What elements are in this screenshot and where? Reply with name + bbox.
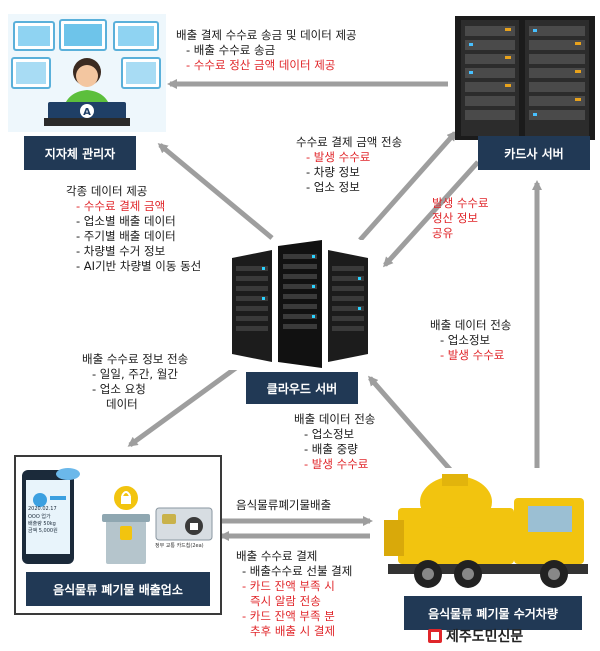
note-truck-card: 배출 데이터 전송 - 업소정보 - 발생 수수료 xyxy=(430,318,511,363)
note-card-fee-line1: - 발생 수수료 xyxy=(306,150,371,164)
watermark-text: 제주도민신문 xyxy=(446,629,524,645)
note-payment-line2: - 카드 잔액 부족 시 xyxy=(242,579,335,593)
business-label: 음식물류 폐기물 배출업소 xyxy=(26,572,210,606)
note-truck-cloud-line3: - 발생 수수료 xyxy=(304,457,369,471)
note-card-settle-line2: 정산 정보 xyxy=(432,211,478,225)
note-payment-line4: - 카드 잔액 부족 분 xyxy=(242,609,335,623)
note-payment-line1: - 배출수수료 선불 결제 xyxy=(242,564,353,578)
note-admin-data-line4: - 차량별 수거 정보 xyxy=(76,244,166,258)
card-chip-text: 정부 교통 카드칩(2ea) xyxy=(155,543,204,549)
truck-illustration xyxy=(378,468,598,594)
note-admin-data-title: 각종 데이터 제공 xyxy=(66,184,148,198)
card-server-label: 카드사 서버 xyxy=(478,136,590,170)
cloud-server-label: 클라우드 서버 xyxy=(246,372,358,404)
note-truck-cloud-title: 배출 데이터 전송 xyxy=(294,412,376,426)
note-truck-card-title: 배출 데이터 전송 xyxy=(430,318,512,332)
card-server-illustration xyxy=(455,16,595,140)
truck-label: 음식물류 폐기물 수거차량 xyxy=(404,596,582,630)
note-payment-line5: 추후 배출 시 결제 xyxy=(250,624,336,638)
note-fee-info-line3: 데이터 xyxy=(106,397,138,411)
note-discharge: 음식물류폐기물배출 xyxy=(236,498,332,512)
note-admin-data-line5: - AI기반 차량별 이동 동선 xyxy=(76,259,202,273)
note-admin-data: 각종 데이터 제공 - 수수료 결제 금액 - 업소별 배출 데이터 - 주기별… xyxy=(66,184,201,274)
note-fee-info-line2: - 업소 요청 xyxy=(92,382,146,396)
note-top-line1: - 배출 수수료 송금 xyxy=(186,43,276,57)
phone-line3: 금액 5,000원 xyxy=(28,528,58,534)
cloud-server-illustration xyxy=(228,240,372,370)
admin-illustration: A xyxy=(8,14,166,132)
note-fee-info-line1: - 일일, 주간, 월간 xyxy=(92,367,178,381)
arrow-cloud-to-card xyxy=(358,130,457,242)
note-truck-cloud-line1: - 업소정보 xyxy=(304,427,355,441)
note-top-line2: - 수수료 정산 금액 데이터 제공 xyxy=(186,58,336,72)
phone-line1: OOO 업가 xyxy=(28,514,51,520)
business-illustration xyxy=(18,460,218,568)
note-card-fee-line3: - 업소 정보 xyxy=(306,180,360,194)
note-payment-line3: 즉시 알람 전송 xyxy=(250,594,321,608)
note-truck-cloud: 배출 데이터 전송 - 업소정보 - 배출 중량 - 발생 수수료 xyxy=(294,412,375,472)
note-card-settle: 발생 수수료 정산 정보 공유 xyxy=(432,196,489,241)
watermark-logo-icon xyxy=(428,629,442,643)
note-payment-title: 배출 수수료 결제 xyxy=(236,549,318,563)
note-admin-data-line3: - 주기별 배출 데이터 xyxy=(76,229,176,243)
note-truck-cloud-line2: - 배출 중량 xyxy=(304,442,358,456)
note-payment: 배출 수수료 결제 - 배출수수료 선불 결제 - 카드 잔액 부족 시 즉시 … xyxy=(236,549,352,639)
note-top: 배출 결제 수수료 송금 및 데이터 제공 - 배출 수수료 송금 - 수수료 … xyxy=(176,28,357,73)
note-card-settle-line3: 공유 xyxy=(432,226,454,240)
note-admin-data-line1: - 수수료 결제 금액 xyxy=(76,199,166,213)
arrow-cloud-to-business xyxy=(127,362,242,448)
arrow-card-to-cloud xyxy=(382,160,480,268)
note-truck-card-line1: - 업소정보 xyxy=(440,333,491,347)
note-card-settle-line1: 발생 수수료 xyxy=(432,196,489,210)
note-fee-info-title: 배출 수수료 정보 전송 xyxy=(82,352,189,366)
note-admin-data-line2: - 업소별 배출 데이터 xyxy=(76,214,176,228)
note-card-fee-line2: - 차량 정보 xyxy=(306,165,360,179)
watermark: 제주도민신문 xyxy=(428,626,523,646)
phone-date: 2020.02.17 xyxy=(28,506,57,512)
phone-line2: 배출량 50kg xyxy=(28,521,56,527)
note-card-fee: 수수료 결제 금액 전송 - 발생 수수료 - 차량 정보 - 업소 정보 xyxy=(296,135,402,195)
note-card-fee-title: 수수료 결제 금액 전송 xyxy=(296,135,403,149)
svg-text:A: A xyxy=(83,107,91,118)
admin-label: 지자체 관리자 xyxy=(24,136,136,170)
note-fee-info: 배출 수수료 정보 전송 - 일일, 주간, 월간 - 업소 요청 데이터 xyxy=(82,352,188,412)
note-truck-card-line2: - 발생 수수료 xyxy=(440,348,505,362)
note-top-title: 배출 결제 수수료 송금 및 데이터 제공 xyxy=(176,28,357,42)
arrow-cloud-to-admin xyxy=(157,143,274,240)
